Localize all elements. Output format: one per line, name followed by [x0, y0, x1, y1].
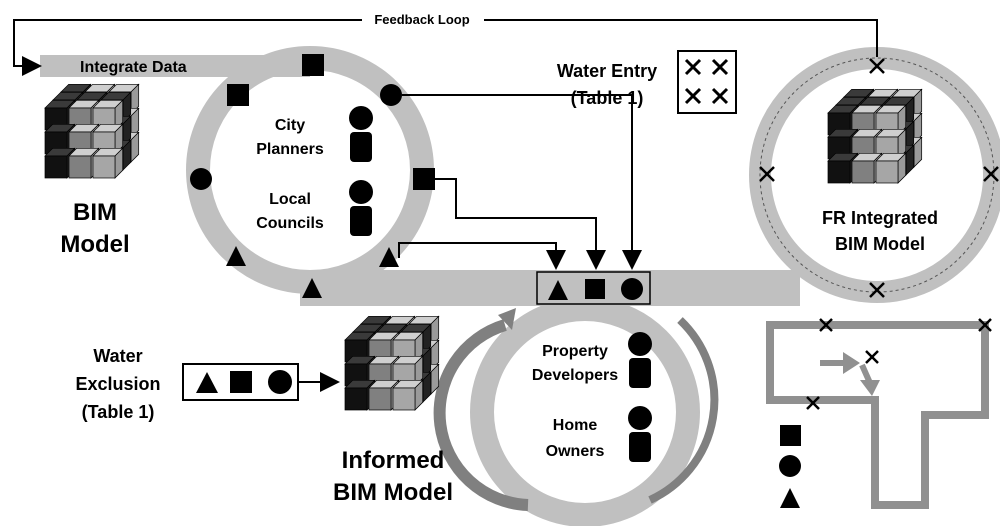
property-developers-label-1: Property — [542, 343, 608, 360]
fr-model-cube-icon — [827, 88, 923, 184]
cross-icon — [711, 87, 729, 105]
floor-plan-icon — [766, 318, 992, 509]
square-icon — [413, 168, 435, 190]
cross-icon — [806, 396, 820, 410]
water-exclusion-label-3: (Table 1) — [82, 402, 155, 422]
cross-icon — [684, 87, 702, 105]
person-icon — [349, 180, 373, 236]
cross-icon — [819, 318, 833, 332]
circle-icon — [621, 278, 643, 300]
square-icon — [302, 54, 324, 76]
connector-track — [300, 270, 800, 306]
local-councils-label-1: Local — [269, 191, 311, 208]
person-icon — [628, 406, 652, 462]
cross-icon — [865, 350, 879, 364]
triangle-connector — [398, 242, 566, 270]
flow-arrow-head — [860, 380, 880, 396]
water-exclusion-label-2: Exclusion — [75, 374, 160, 394]
square-icon — [585, 279, 605, 299]
square-icon — [780, 425, 801, 446]
fr-model-label-1: FR Integrated — [822, 208, 938, 228]
cross-icon — [983, 166, 999, 182]
square-icon — [230, 371, 252, 393]
bottom-ring-arc-right — [648, 317, 719, 504]
bottom-ring-arc — [433, 319, 529, 511]
person-icon — [628, 332, 652, 388]
city-planners-label-2: Planners — [256, 141, 324, 158]
circle-icon — [380, 84, 402, 106]
circle-icon — [779, 455, 801, 477]
city-planners-label-1: City — [275, 117, 305, 134]
home-owners-label-1: Home — [553, 417, 598, 434]
square-connector — [435, 178, 606, 270]
water-entry-label-1: Water Entry — [557, 61, 657, 81]
triangle-icon — [548, 280, 568, 300]
person-icon — [349, 106, 373, 162]
square-icon — [227, 84, 249, 106]
integrate-data-label: Integrate Data — [80, 59, 187, 76]
triangle-icon — [302, 278, 322, 298]
water-entry-label-2: (Table 1) — [571, 88, 644, 108]
circle-connector — [402, 94, 642, 270]
bottom-ring — [470, 297, 700, 526]
right-ring-dashed — [759, 57, 995, 293]
cross-icon — [684, 58, 702, 76]
flow-arrow-head — [843, 352, 860, 374]
cross-icon — [978, 318, 992, 332]
triangle-icon — [379, 247, 399, 267]
circle-icon — [268, 370, 292, 394]
bim-model-label-1: BIM — [73, 199, 117, 226]
property-developers-label-2: Developers — [532, 367, 618, 384]
informed-model-cube-icon — [344, 315, 440, 411]
bim-model-cube-icon — [44, 83, 140, 179]
informed-model-label-1: Informed — [342, 447, 445, 474]
feedback-loop-line — [13, 19, 878, 76]
bottom-ring-arrow — [498, 308, 516, 330]
water-entry-box — [677, 50, 737, 114]
cross-icon — [869, 282, 885, 298]
triangle-icon — [780, 488, 800, 508]
local-councils-label-2: Councils — [256, 215, 324, 232]
symbol-collection-box — [536, 271, 651, 305]
informed-model-label-2: BIM Model — [333, 479, 453, 506]
triangle-icon — [226, 246, 246, 266]
cross-icon — [759, 166, 775, 182]
home-owners-label-2: Owners — [546, 443, 605, 460]
water-exclusion-label-1: Water — [93, 346, 142, 366]
bim-model-label-2: Model — [60, 231, 129, 258]
water-exclusion-box — [182, 363, 299, 401]
cross-icon — [711, 58, 729, 76]
cross-icon — [869, 58, 885, 74]
feedback-loop-label: Feedback Loop — [374, 12, 469, 27]
connector-lines — [398, 94, 642, 270]
triangle-icon — [196, 372, 218, 393]
fr-model-label-2: BIM Model — [835, 234, 925, 254]
circle-icon — [190, 168, 212, 190]
feedback-loop: Feedback Loop — [13, 10, 878, 76]
